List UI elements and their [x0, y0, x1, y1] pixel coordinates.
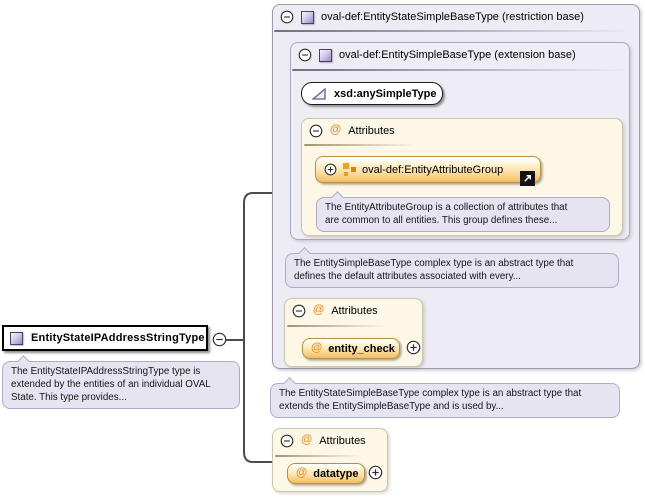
attribute-group-annotation-bubble: The EntityAttributeGroup is a collection…: [316, 191, 610, 233]
attribute-icon: @: [330, 124, 342, 137]
attribute-group-block: @ Attributes oval-def:EntityAttributeGro…: [301, 118, 623, 236]
expand-toggle-icon[interactable]: [324, 163, 337, 176]
root-annotation-bubble: The EntityStateIPAddressStringType type …: [2, 355, 240, 410]
expand-toggle-icon[interactable]: [406, 340, 421, 355]
attributes-label: Attributes: [348, 125, 395, 137]
extension-base-header: oval-def:EntitySimpleBaseType (extension…: [291, 43, 629, 62]
collapse-toggle-icon[interactable]: [212, 332, 227, 347]
restriction-base-box: oval-def:EntityStateSimpleBaseType (rest…: [272, 4, 640, 369]
simple-base-attributes-block: @ Attributes @ entity_check: [284, 298, 423, 367]
header-divider: [274, 30, 637, 32]
attributes-header: @ Attributes: [273, 429, 387, 448]
complex-type-icon: [10, 331, 23, 345]
attributes-header: @ Attributes: [285, 299, 422, 318]
collapse-toggle-icon[interactable]: [280, 434, 294, 448]
attribute-icon: @: [313, 304, 325, 317]
attribute-group-icon: [343, 163, 356, 176]
header-divider: [292, 69, 627, 71]
attributes-label: Attributes: [331, 305, 378, 317]
jump-to-definition-icon[interactable]: [520, 171, 535, 186]
complex-type-icon: [319, 48, 332, 62]
extension-base-label: oval-def:EntitySimpleBaseType (extension…: [339, 49, 576, 61]
expand-toggle-icon[interactable]: [368, 465, 383, 480]
base-type-pill[interactable]: xsd:anySimpleType: [301, 82, 443, 105]
attribute-icon: @: [296, 466, 308, 479]
attribute-pill-entity-check[interactable]: @ entity_check: [302, 338, 400, 359]
attribute-pill-datatype[interactable]: @ datatype: [287, 463, 365, 484]
simple-type-icon: [311, 87, 326, 100]
complex-type-icon: [301, 10, 314, 24]
attribute-group-pill[interactable]: oval-def:EntityAttributeGroup: [315, 156, 541, 186]
attributes-label: Attributes: [319, 435, 366, 447]
attribute-icon: @: [311, 341, 323, 354]
restriction-annotation-text: The EntityStateSimpleBaseType complex ty…: [279, 388, 582, 413]
extension-annotation-text: The EntitySimpleBaseType complex type is…: [294, 258, 574, 283]
root-element-label: EntityStateIPAddressStringType: [31, 332, 205, 344]
root-element-box[interactable]: EntityStateIPAddressStringType: [2, 325, 208, 351]
attribute-group-annotation-text: The EntityAttributeGroup is a collection…: [325, 202, 568, 227]
attribute-label: datatype: [313, 467, 359, 480]
collapse-toggle-icon[interactable]: [280, 10, 294, 24]
restriction-annotation-bubble: The EntityStateSimpleBaseType complex ty…: [270, 377, 620, 419]
extension-base-box: oval-def:EntitySimpleBaseType (extension…: [290, 42, 630, 240]
header-divider: [287, 325, 387, 327]
attribute-group-label: oval-def:EntityAttributeGroup: [362, 163, 504, 176]
collapse-toggle-icon[interactable]: [292, 304, 306, 318]
collapse-toggle-icon[interactable]: [298, 48, 312, 62]
attributes-header: @ Attributes: [302, 119, 622, 138]
attribute-icon: @: [301, 434, 313, 447]
root-annotation-text: The EntityStateIPAddressStringType type …: [11, 366, 211, 404]
base-type-label: xsd:anySimpleType: [334, 87, 437, 100]
restriction-base-header: oval-def:EntityStateSimpleBaseType (rest…: [273, 5, 639, 24]
header-divider: [275, 455, 361, 457]
restriction-base-label: oval-def:EntityStateSimpleBaseType (rest…: [321, 11, 584, 23]
extension-annotation-bubble: The EntitySimpleBaseType complex type is…: [285, 247, 619, 289]
attribute-label: entity_check: [328, 342, 395, 355]
state-attributes-block: @ Attributes @ datatype: [272, 428, 388, 492]
collapse-toggle-icon[interactable]: [309, 124, 323, 138]
header-divider: [304, 144, 416, 146]
